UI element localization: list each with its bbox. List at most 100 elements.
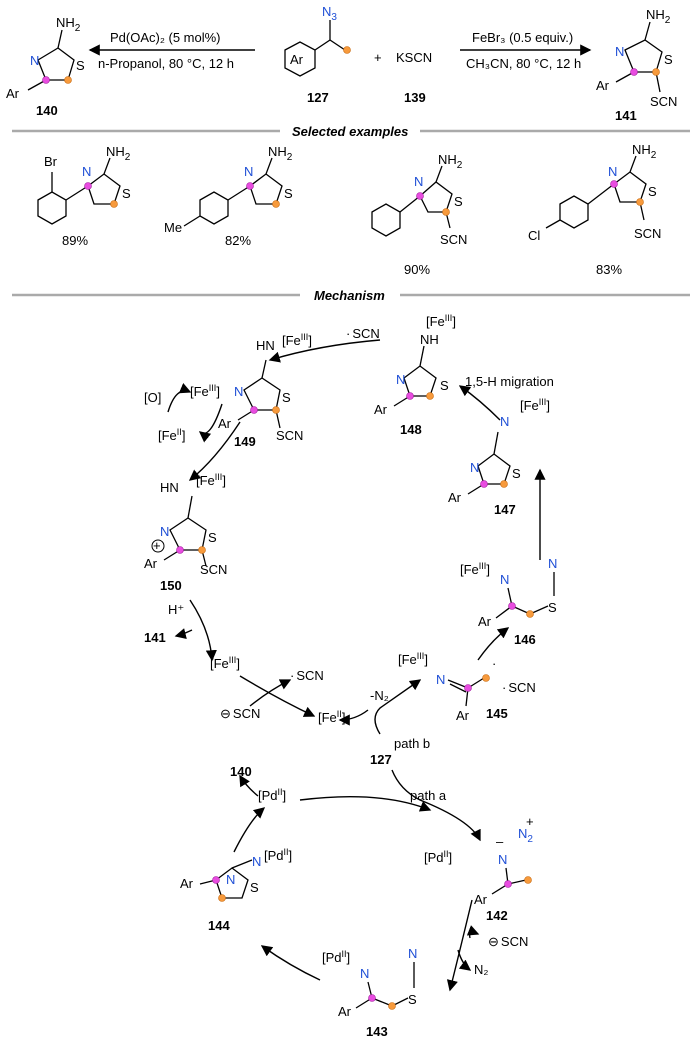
svg-text:NH2: NH2 <box>438 152 463 171</box>
svg-text:Ar: Ar <box>144 556 158 571</box>
scn-radical-3: ·SCN <box>502 680 536 695</box>
compound-143-structure: [PdII] N Ar S N <box>322 946 417 1019</box>
svg-text:Ar: Ar <box>218 416 232 431</box>
compound-147-structure: [FeIII] N N S Ar <box>448 397 550 505</box>
plus-sign: + <box>374 50 382 65</box>
svg-text:⊖SCN: ⊖SCN <box>488 934 528 949</box>
label-142: 142 <box>486 908 508 923</box>
section-mechanism: Mechanism <box>314 288 385 303</box>
svg-text:N: N <box>615 44 624 59</box>
svg-text:[FeII]: [FeII] <box>318 709 345 725</box>
svg-text:·: · <box>492 656 496 671</box>
example-2-structure: Me NH2 N S <box>164 144 293 235</box>
svg-text:[PdII]: [PdII] <box>424 849 452 865</box>
compound-142-structure: – N N2 + [PdII] Ar <box>424 814 534 907</box>
svg-text:Ar: Ar <box>448 490 462 505</box>
compound-140-structure: NH2 N S Ar <box>6 15 85 101</box>
svg-text:N: N <box>408 946 417 961</box>
svg-text:Br: Br <box>44 154 58 169</box>
svg-text:HN: HN <box>160 480 179 495</box>
svg-text:Ar: Ar <box>456 708 470 723</box>
svg-text:N: N <box>470 460 479 475</box>
left-reagent: Pd(OAc)₂ (5 mol%) <box>110 30 221 45</box>
svg-text:Cl: Cl <box>528 228 540 243</box>
svg-text:N: N <box>500 414 509 429</box>
svg-text:+: + <box>526 814 534 829</box>
svg-text:HN: HN <box>256 338 275 353</box>
svg-text:Ar: Ar <box>338 1004 352 1019</box>
svg-text:N: N <box>548 556 557 571</box>
svg-text:N: N <box>160 524 169 539</box>
migration-label: 1,5-H migration <box>465 374 554 389</box>
svg-text:N: N <box>498 852 507 867</box>
minus-n2-label: -N₂ <box>370 688 389 703</box>
svg-text:N: N <box>360 966 369 981</box>
svg-text:N: N <box>436 672 445 687</box>
label-148: 148 <box>400 422 422 437</box>
svg-text:⊖SCN: ⊖SCN <box>220 706 260 721</box>
label-141-mech: 141 <box>144 630 166 645</box>
compound-149-structure: HN [FeIII] N S Ar SCN <box>218 332 312 443</box>
svg-text:Ar: Ar <box>6 86 20 101</box>
label-139: 139 <box>404 90 426 105</box>
svg-text:N: N <box>244 164 253 179</box>
svg-text:S: S <box>512 466 521 481</box>
svg-text:N: N <box>252 854 261 869</box>
svg-text:N: N <box>500 572 509 587</box>
svg-text:SCN: SCN <box>276 428 303 443</box>
label-147: 147 <box>494 502 516 517</box>
path-b-label: path b <box>394 736 430 751</box>
svg-text:SCN: SCN <box>440 232 467 247</box>
svg-text:Ar: Ar <box>596 78 610 93</box>
svg-text:Ar: Ar <box>478 614 492 629</box>
label-127: 127 <box>307 90 329 105</box>
svg-text:[PdII]: [PdII] <box>264 847 292 863</box>
svg-text:NH2: NH2 <box>56 15 81 34</box>
svg-text:Ar: Ar <box>474 892 488 907</box>
svg-text:NH2: NH2 <box>646 7 671 26</box>
svg-text:N: N <box>234 384 243 399</box>
compound-141-structure: NH2 N S Ar SCN <box>596 7 677 109</box>
svg-text:S: S <box>250 880 259 895</box>
svg-text:NH2: NH2 <box>268 144 293 163</box>
svg-text:S: S <box>548 600 557 615</box>
oxidant-label: [O] <box>144 390 161 405</box>
right-conditions: CH₃CN, 80 °C, 12 h <box>466 56 581 71</box>
compound-150-structure: HN [FeIII] N S + Ar SCN <box>144 472 227 577</box>
svg-text:[FeIII]: [FeIII] <box>520 397 550 413</box>
section-selected-examples: Selected examples <box>292 124 408 139</box>
label-141: 141 <box>615 108 637 123</box>
compound-148-structure: NH [FeIII] N S Ar <box>374 313 456 417</box>
compound-146-structure: [FeIII] N Ar S N <box>460 556 557 629</box>
svg-text:[FeIII]: [FeIII] <box>282 332 312 348</box>
right-reagent: FeBr₃ (0.5 equiv.) <box>472 30 573 45</box>
svg-text:N: N <box>608 164 617 179</box>
example-1-yield: 89% <box>62 233 88 248</box>
svg-text:[FeIII]: [FeIII] <box>210 655 240 671</box>
path-a-label: path a <box>410 788 447 803</box>
svg-text:[FeIII]: [FeIII] <box>190 383 220 399</box>
svg-text:Me: Me <box>164 220 182 235</box>
svg-text:Ar: Ar <box>374 402 388 417</box>
svg-text:S: S <box>76 58 85 73</box>
left-conditions: n-Propanol, 80 °C, 12 h <box>98 56 234 71</box>
example-4-yield: 83% <box>596 262 622 277</box>
svg-text:N: N <box>396 372 405 387</box>
svg-text:S: S <box>208 530 217 545</box>
svg-text:S: S <box>440 378 449 393</box>
svg-text:S: S <box>282 390 291 405</box>
svg-text:S: S <box>648 184 657 199</box>
svg-text:NH: NH <box>420 332 439 347</box>
label-149: 149 <box>234 434 256 449</box>
scn-radical-1: ·SCN <box>346 326 380 341</box>
svg-text:NH2: NH2 <box>106 144 131 163</box>
svg-text:SCN: SCN <box>634 226 661 241</box>
example-4-structure: Cl NH2 N S SCN <box>528 142 661 243</box>
svg-text:SCN: SCN <box>200 562 227 577</box>
kscn-label: KSCN <box>396 50 432 65</box>
compound-144-structure: N [PdII] N S Ar <box>180 847 292 902</box>
example-1-structure: Br NH2 N S <box>37 144 131 225</box>
svg-text:[FeIII]: [FeIII] <box>398 651 428 667</box>
svg-text:N: N <box>30 53 39 68</box>
